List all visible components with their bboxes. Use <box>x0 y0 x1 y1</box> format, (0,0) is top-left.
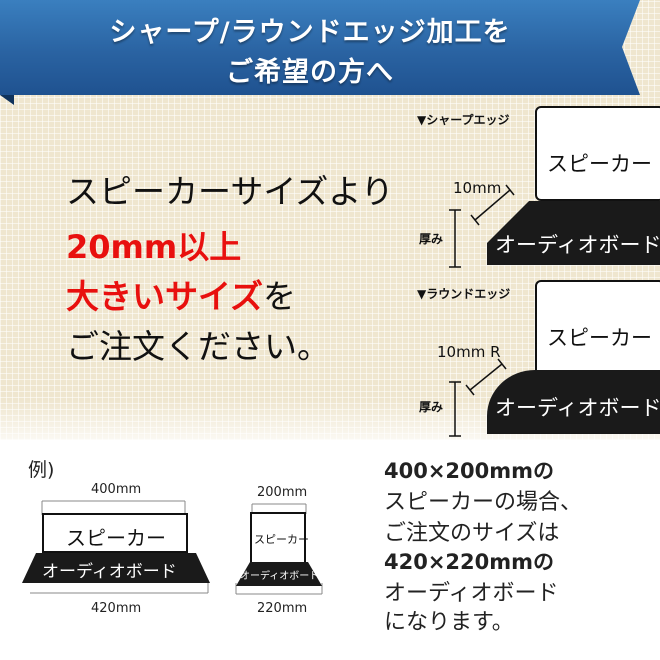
round-dimension-lines <box>449 358 507 437</box>
message-line1: スピーカーサイズより <box>66 172 394 211</box>
sharp-dimension-label: 10mm <box>453 179 502 197</box>
small-bottom-dimension: 220mm <box>257 601 308 616</box>
sharp-speaker-box: スピーカー <box>535 106 660 201</box>
round-board <box>487 370 660 434</box>
explanation-line5: オーディオボード <box>384 581 559 606</box>
large-bottom-dimension: 420mm <box>91 601 142 616</box>
sharp-dimension-lines <box>449 184 515 268</box>
round-speaker-label: スピーカー <box>547 326 652 350</box>
explanation-line3: ご注文のサイズは <box>384 521 560 546</box>
sharp-thickness-label: 厚み <box>419 232 444 246</box>
explanation-line6: になります。 <box>384 610 514 635</box>
round-dimension-label: 10mm R <box>437 343 501 361</box>
large-speaker-label: スピーカー <box>66 526 166 550</box>
message-line3: 大きいサイズを <box>66 270 296 318</box>
message-emphasis: 大きいサイズ <box>66 277 264 316</box>
message-line2: 20mm以上 <box>66 228 242 266</box>
message-line4: ご注文ください。 <box>66 327 330 366</box>
round-edge-title: ▼ラウンドエッジ <box>417 287 511 301</box>
banner-fold <box>0 95 14 105</box>
large-board <box>22 553 210 583</box>
small-speaker-label: スピーカー <box>254 533 309 546</box>
explanation-line2: スピーカーの場合、 <box>384 490 583 515</box>
large-speaker-box: スピーカー <box>42 513 188 553</box>
banner-title-line2: ご希望の方へ <box>226 57 394 88</box>
banner-title-line1: シャープ/ラウンドエッジ加工を <box>109 17 511 48</box>
small-speaker-box: スピーカー <box>250 512 309 564</box>
explanation-line4: 420×220mmの <box>384 550 555 574</box>
sharp-speaker-label: スピーカー <box>547 152 652 176</box>
small-top-dimension: 200mm <box>257 485 308 500</box>
small-dimension-lines <box>235 503 323 595</box>
sharp-edge-title: ▼シャープエッジ <box>417 113 510 127</box>
sharp-board-label: オーディオボード <box>495 233 660 257</box>
explanation-line1: 400×200mmの <box>384 459 555 483</box>
large-top-dimension: 400mm <box>91 482 142 497</box>
example-label: 例) <box>28 459 55 481</box>
large-board-label: オーディオボード <box>42 562 177 582</box>
round-board-label: オーディオボード <box>495 396 660 420</box>
round-thickness-label: 厚み <box>419 400 444 414</box>
small-board <box>236 562 322 586</box>
header-banner <box>0 0 640 95</box>
round-speaker-box: スピーカー <box>535 280 660 378</box>
message-particle: を <box>263 277 297 316</box>
small-board-label: オーディオボード <box>240 571 320 582</box>
large-dimension-lines <box>30 500 209 594</box>
